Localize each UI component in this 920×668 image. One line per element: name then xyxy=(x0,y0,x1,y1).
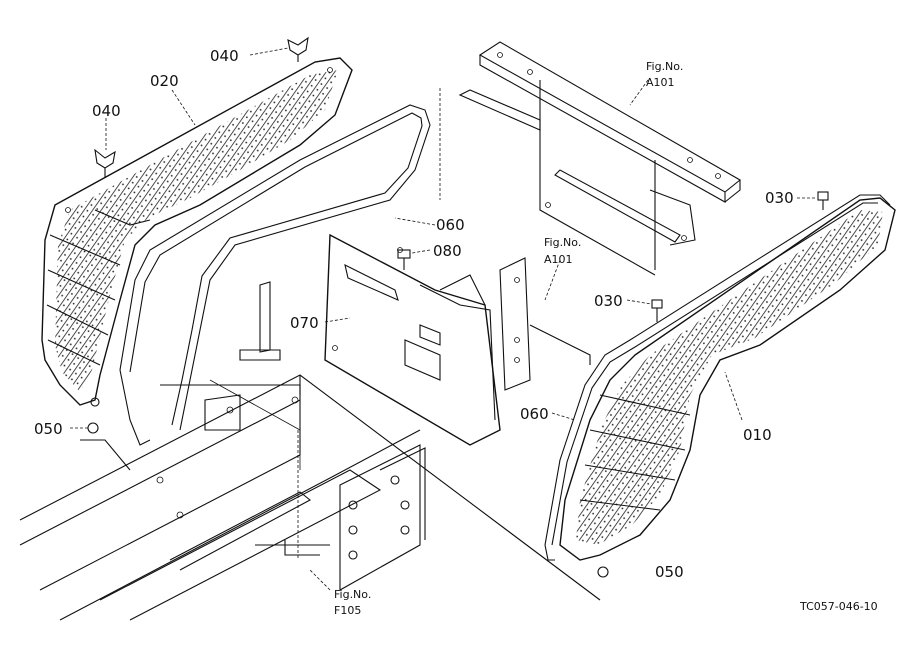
center-bracket-plate xyxy=(239,233,591,446)
fig-ref-f105-line1: Fig.No. xyxy=(334,588,371,601)
bolt-030-mid xyxy=(651,299,663,322)
chassis-frame xyxy=(19,374,601,621)
label-030-top: 030 xyxy=(765,189,794,207)
fig-ref-a101-mid-line2: A101 xyxy=(544,253,573,266)
label-050-left: 050 xyxy=(34,420,63,438)
drawing-code: TC057-046-10 xyxy=(799,600,878,613)
label-030-mid: 030 xyxy=(594,292,623,310)
left-edge-trim xyxy=(119,104,431,446)
wing-bolt-top xyxy=(287,36,309,62)
fig-ref-a101-mid: Fig.No. A101 xyxy=(544,236,581,266)
label-040-left: 040 xyxy=(92,102,121,120)
bolt-030-top xyxy=(817,191,829,210)
label-060-right: 060 xyxy=(520,405,549,423)
fig-ref-a101-top-line2: A101 xyxy=(646,76,675,89)
label-070: 070 xyxy=(290,314,319,332)
fig-ref-a101-top: Fig.No. A101 xyxy=(646,60,683,89)
left-fender-step xyxy=(41,57,353,406)
label-060-left: 060 xyxy=(436,216,465,234)
right-edge-trim xyxy=(544,194,891,561)
label-080: 080 xyxy=(433,242,462,260)
label-050-right: 050 xyxy=(655,563,684,581)
label-010: 010 xyxy=(743,426,772,444)
label-020: 020 xyxy=(150,72,179,90)
right-fender-step xyxy=(559,197,896,578)
wing-bolt-left xyxy=(94,148,116,178)
bolt-080 xyxy=(397,249,411,270)
fig-ref-a101-top-line1: Fig.No. xyxy=(646,60,683,73)
label-040-top: 040 xyxy=(210,47,239,65)
fig-ref-f105-line2: F105 xyxy=(334,604,361,617)
leader-lines xyxy=(70,47,817,591)
nut-050-left xyxy=(80,397,131,471)
fig-ref-f105: Fig.No. F105 xyxy=(334,588,371,617)
rear-bracket xyxy=(458,41,741,276)
fig-ref-a101-mid-line1: Fig.No. xyxy=(544,236,581,249)
